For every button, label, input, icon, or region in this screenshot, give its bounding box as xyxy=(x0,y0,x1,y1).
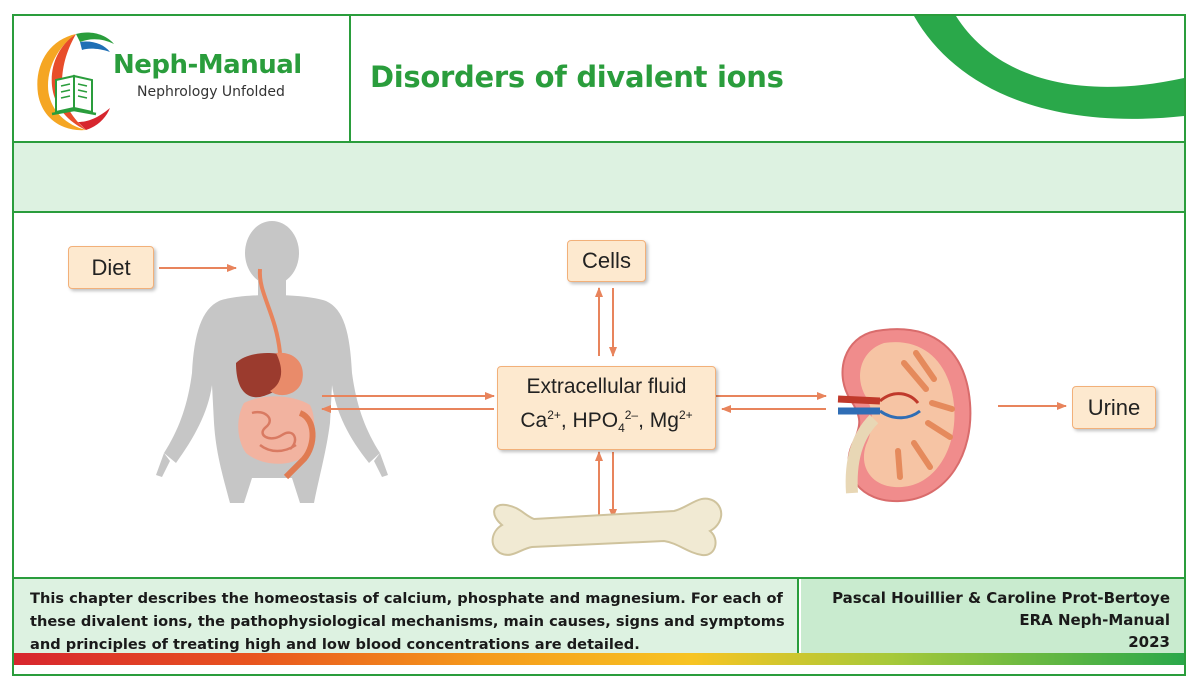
chapter-description: This chapter describes the homeostasis o… xyxy=(14,579,799,665)
ion-phosphate-subscript: 4 xyxy=(618,421,625,436)
ion-calcium-charge: 2+ xyxy=(547,408,561,423)
book-logo-icon xyxy=(37,32,114,131)
logo-subtitle: Nephrology Unfolded xyxy=(137,84,285,100)
ecf-title: Extracellular fluid xyxy=(526,375,687,399)
page-title: Disorders of divalent ions xyxy=(370,60,784,94)
urine-box: Urine xyxy=(1072,386,1156,429)
ecf-ions: Ca2+, HPO42–, Mg2+ xyxy=(520,401,692,442)
rainbow-stripe xyxy=(14,653,1184,665)
publisher: ERA Neph-Manual xyxy=(1019,611,1170,629)
diagram-area: Diet Cells Urine Extracellular fluid Ca2… xyxy=(14,213,1184,578)
header: Neph-Manual Nephrology Unfolded Disorder… xyxy=(14,16,1184,143)
ion-phosphate: HPO xyxy=(572,409,619,433)
green-swoosh-decoration xyxy=(914,16,1184,119)
slide-frame: Neph-Manual Nephrology Unfolded Disorder… xyxy=(12,14,1186,676)
diagram-art xyxy=(156,221,1067,557)
authors: Pascal Houillier & Caroline Prot-Bertoye xyxy=(832,589,1170,607)
diet-box: Diet xyxy=(68,246,154,289)
kidney-icon xyxy=(837,328,972,503)
author-block: Pascal Houillier & Caroline Prot-Bertoye… xyxy=(801,579,1184,665)
bone-icon xyxy=(491,497,723,557)
ion-calcium: Ca xyxy=(520,409,548,433)
ion-magnesium-charge: 2+ xyxy=(678,408,693,423)
ion-separator: , xyxy=(638,409,650,433)
extracellular-fluid-box: Extracellular fluid Ca2+, HPO42–, Mg2+ xyxy=(497,366,716,450)
cells-box: Cells xyxy=(567,240,646,282)
human-body-icon xyxy=(156,221,388,503)
logo-title: Neph-Manual xyxy=(113,50,302,80)
ion-separator: , xyxy=(560,409,573,433)
footer: This chapter describes the homeostasis o… xyxy=(14,577,1184,665)
green-band xyxy=(14,143,1184,213)
ion-magnesium: Mg xyxy=(649,409,679,433)
logo-cell: Neph-Manual Nephrology Unfolded xyxy=(14,16,351,141)
ion-phosphate-charge: 2– xyxy=(624,408,639,423)
year: 2023 xyxy=(1128,633,1170,651)
